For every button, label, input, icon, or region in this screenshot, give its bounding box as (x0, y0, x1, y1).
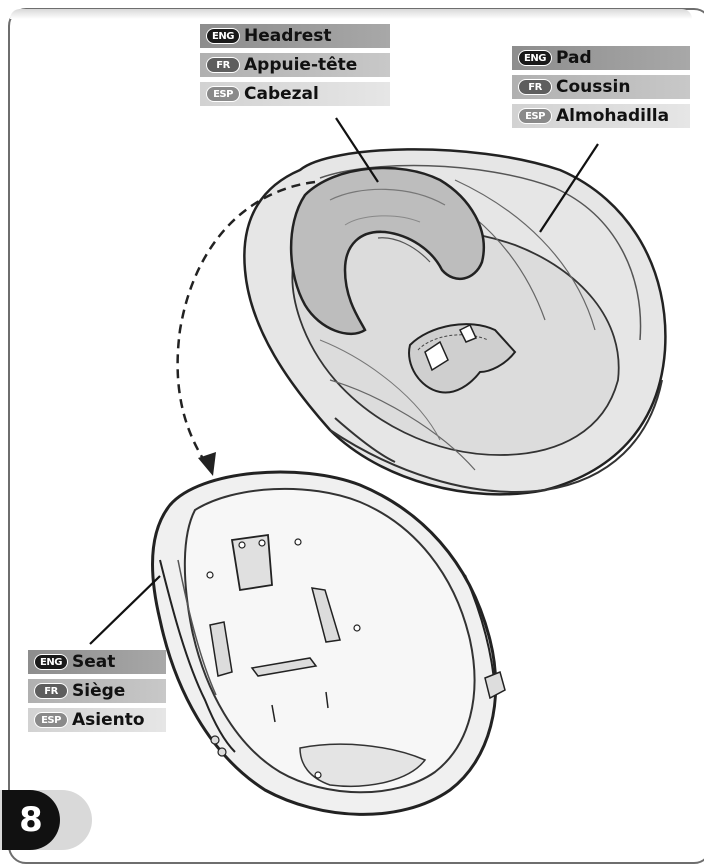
label-row-esp: ESP Asiento (28, 708, 166, 732)
headrest-label-fr: Appuie-tête (244, 55, 357, 75)
seat-label-fr: Siège (72, 681, 125, 701)
pad-label-esp: Almohadilla (556, 106, 669, 126)
lang-badge-eng: ENG (518, 50, 552, 66)
page-number: 8 (2, 790, 60, 850)
seat-illustration (153, 472, 505, 814)
lang-badge-fr: FR (34, 683, 68, 699)
label-row-esp: ESP Cabezal (200, 82, 390, 106)
label-row-fr: FR Siège (28, 679, 166, 703)
headrest-callout: ENG Headrest FR Appuie-tête ESP Cabezal (200, 24, 390, 111)
label-row-fr: FR Coussin (512, 75, 690, 99)
lang-badge-esp: ESP (518, 108, 552, 124)
page-number-tab: 8 (0, 790, 92, 850)
lang-badge-fr: FR (206, 57, 240, 73)
seat-label-eng: Seat (72, 652, 115, 672)
seat-callout: ENG Seat FR Siège ESP Asiento (28, 650, 166, 737)
label-row-fr: FR Appuie-tête (200, 53, 390, 77)
lang-badge-eng: ENG (206, 28, 240, 44)
label-row-eng: ENG Seat (28, 650, 166, 674)
label-row-esp: ESP Almohadilla (512, 104, 690, 128)
seat-leader-line (90, 576, 160, 644)
label-row-eng: ENG Headrest (200, 24, 390, 48)
pad-label-eng: Pad (556, 48, 592, 68)
label-row-eng: ENG Pad (512, 46, 690, 70)
lang-badge-esp: ESP (206, 86, 240, 102)
headrest-label-esp: Cabezal (244, 84, 319, 104)
lang-badge-eng: ENG (34, 654, 68, 670)
lang-badge-fr: FR (518, 79, 552, 95)
lang-badge-esp: ESP (34, 712, 68, 728)
headrest-label-eng: Headrest (244, 26, 332, 46)
seat-label-esp: Asiento (72, 710, 145, 730)
pad-callout: ENG Pad FR Coussin ESP Almohadilla (512, 46, 690, 133)
pad-label-fr: Coussin (556, 77, 630, 97)
